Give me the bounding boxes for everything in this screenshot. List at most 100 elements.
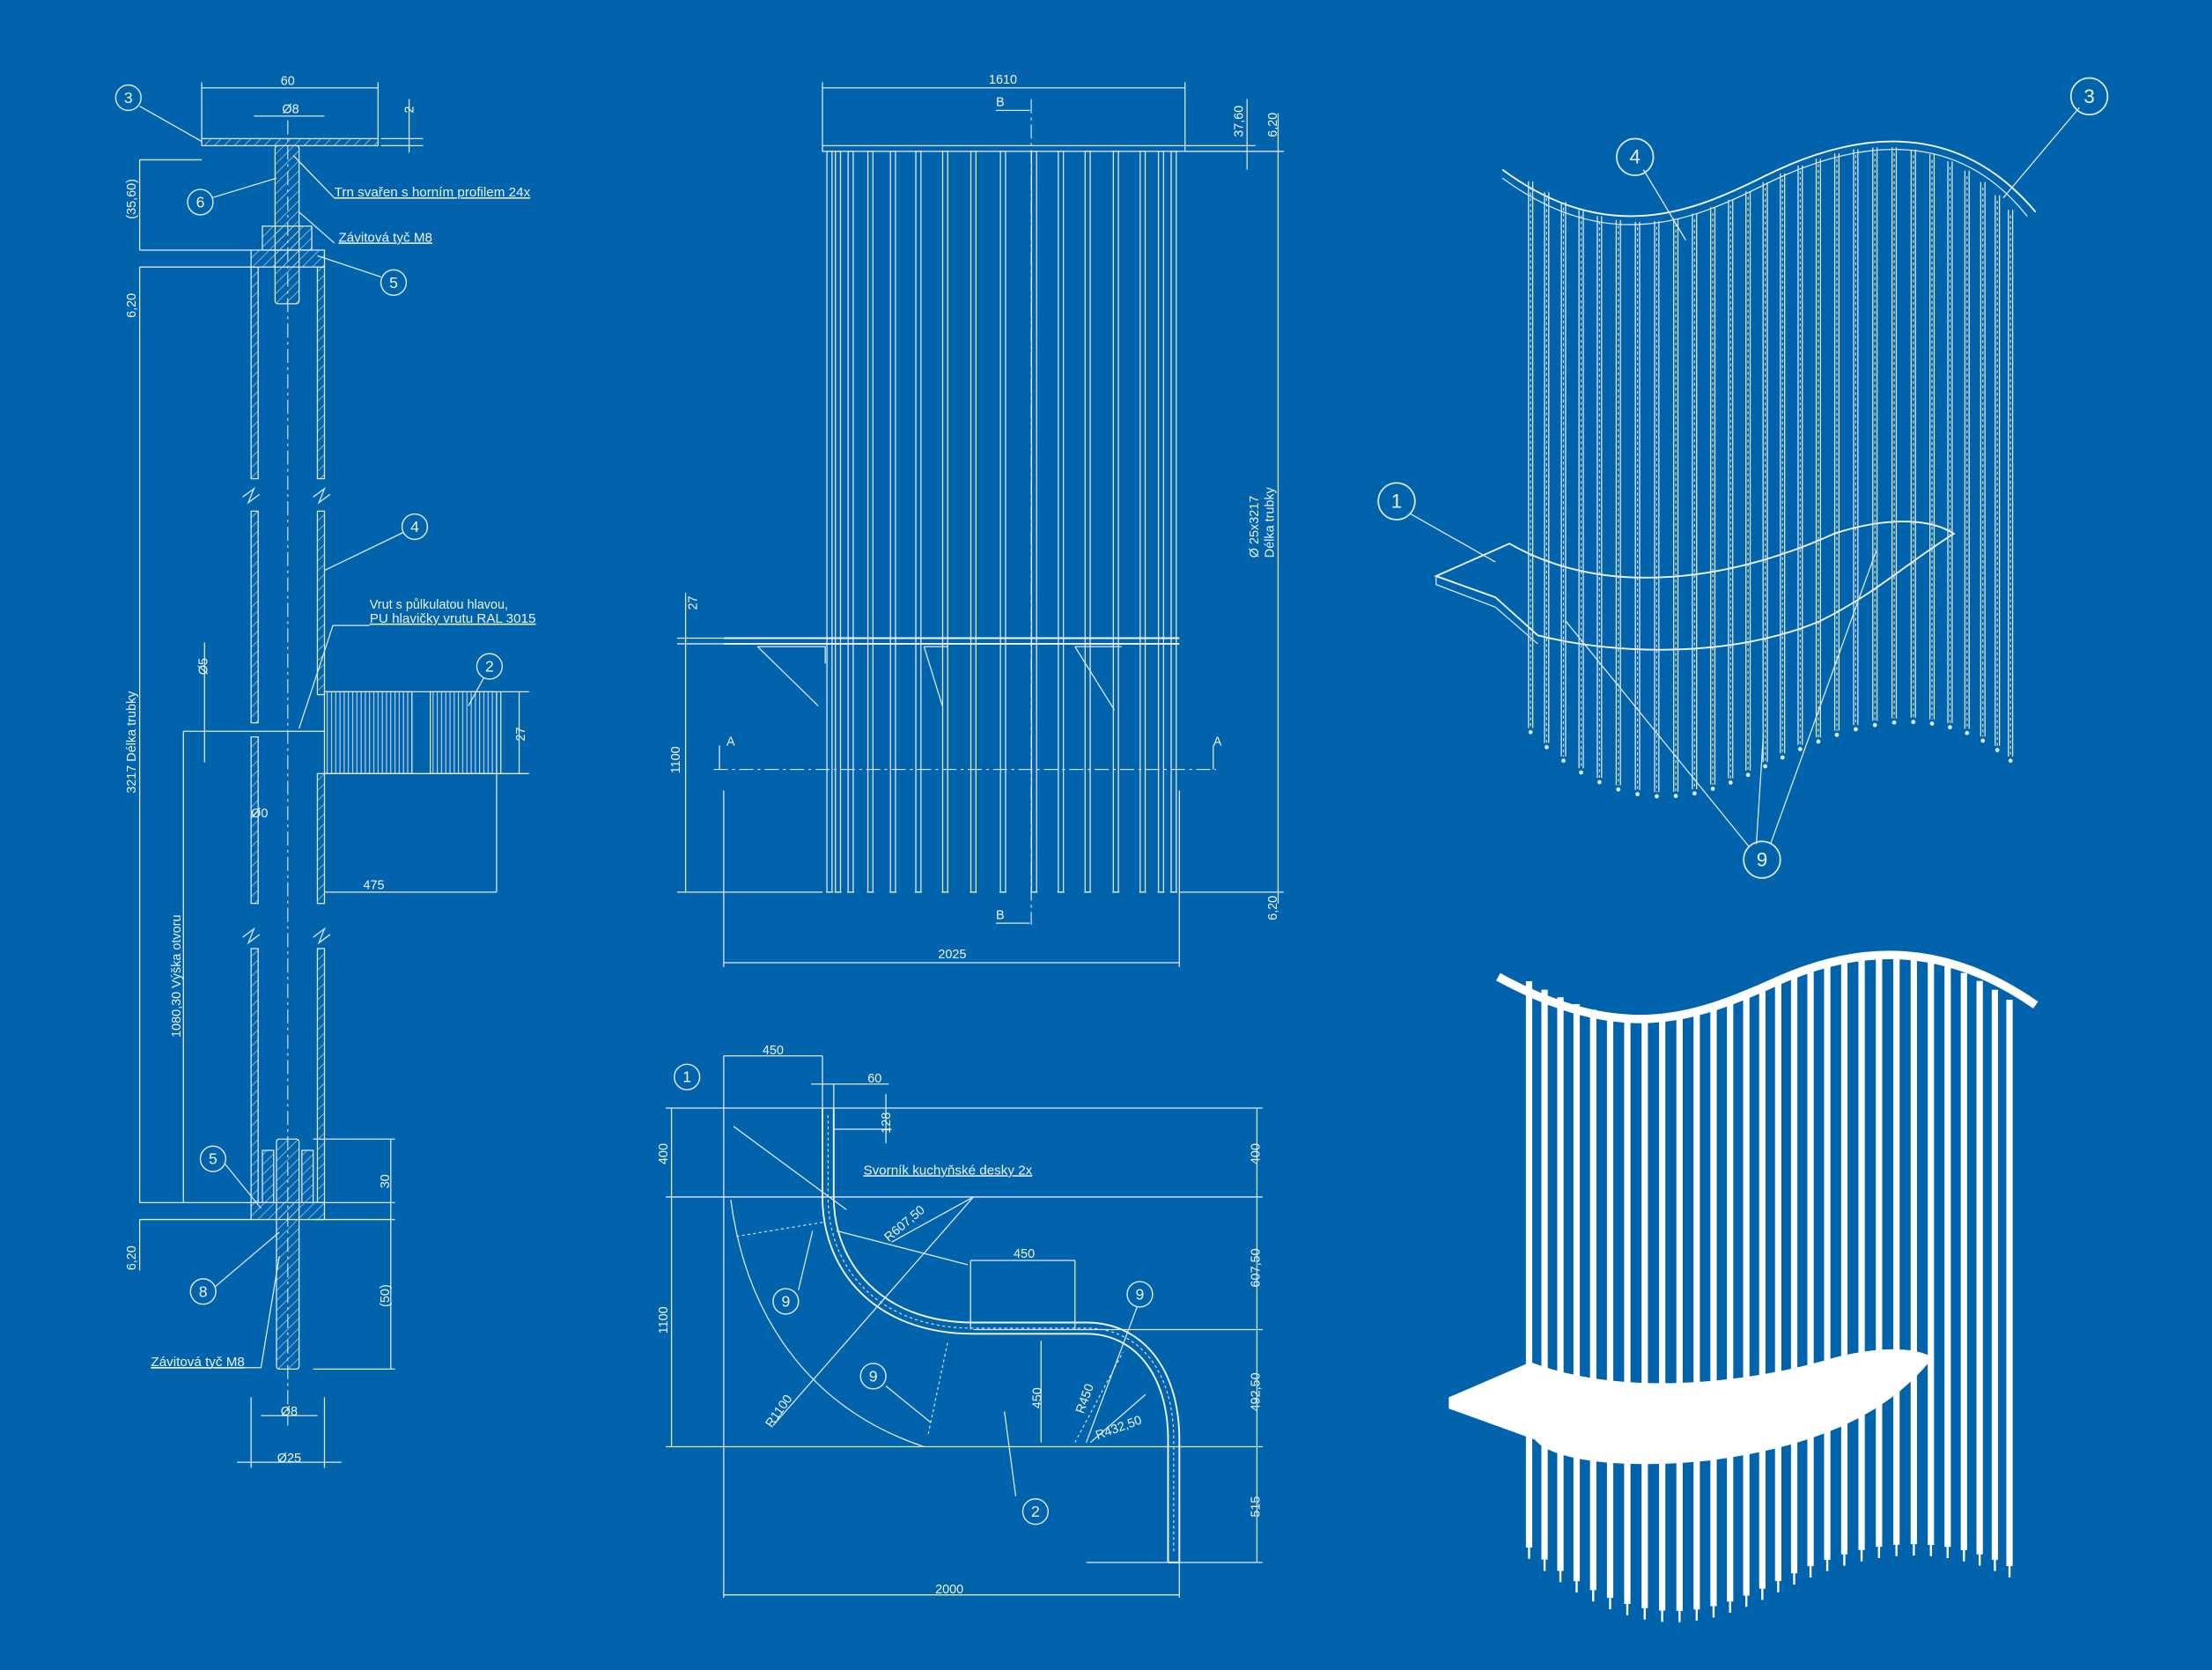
svg-text:9: 9	[1757, 849, 1767, 871]
render-rods	[1525, 955, 2013, 1622]
dim-top-left: 400	[657, 1143, 671, 1164]
tube-rod	[1170, 151, 1177, 893]
detail-section-view: 60 Ø8 2 (35,60) 6,20 3217 Délka trubky Ø…	[114, 75, 536, 1468]
dim-left-width: 450	[763, 1044, 784, 1058]
callout-9-a: 9	[772, 1288, 800, 1315]
tube-rod	[1058, 151, 1065, 893]
note-pin: Trn svařen s horním profilem 24x	[335, 185, 531, 200]
tube-rod	[1157, 151, 1165, 893]
shelf-brackets	[756, 646, 1122, 711]
dim-screw-dia: Ø5	[197, 658, 211, 675]
note-threaded-rod-top: Závitová tyč M8	[338, 230, 431, 245]
dim-hole-height: 1080,30 Výška otvoru	[170, 915, 184, 1038]
shelf	[723, 637, 1180, 645]
dim-middle-width: 450	[1014, 1247, 1035, 1261]
svg-text:4: 4	[1630, 146, 1641, 168]
threaded-pin-top	[274, 144, 300, 305]
note-screw-line1: Vrut s půlkulatou hlavou,	[370, 598, 508, 612]
dim-first-hole: 128	[880, 1112, 894, 1134]
dim-top-gap: 6,20	[1266, 113, 1280, 137]
dim-bottom-gap: 6,20	[125, 1245, 139, 1270]
iso-callout-9: 9	[1743, 840, 1781, 879]
callout-2: 2	[476, 653, 504, 680]
top-profile-plan	[822, 1107, 1181, 1563]
dim-width-bottom: 2025	[938, 948, 966, 962]
tube-rod	[1030, 151, 1037, 893]
dim-tube-dia: Ø25	[277, 1452, 301, 1466]
render-shelf	[1449, 1349, 1933, 1465]
svg-text:2: 2	[1031, 1503, 1040, 1520]
dim-top-offset: (35,60)	[125, 179, 139, 219]
callout-3: 3	[114, 84, 142, 112]
tube	[242, 120, 331, 1426]
tube-rod	[1084, 151, 1091, 893]
tube-rod	[1112, 151, 1119, 893]
iso-callout-4: 4	[1616, 137, 1655, 176]
dim-top-gap: 6,20	[125, 293, 139, 318]
dim-plug-length: 30	[379, 1174, 393, 1188]
dim-total-width: 2000	[935, 1583, 963, 1597]
tube-rod	[915, 151, 922, 893]
dim-radius-1: R607,50	[882, 1203, 928, 1245]
dim-width-top: 1610	[989, 73, 1017, 87]
dim-inner-dia: Ø0	[251, 807, 268, 821]
tube-rod	[889, 151, 896, 893]
front-view: 1610 B B 37,60 6,20 Ø 25x3217 Délka trub…	[669, 73, 1284, 967]
threaded-rod-bottom	[276, 1138, 300, 1371]
callout-4: 4	[401, 513, 429, 541]
dim-shelf-height: 1100	[669, 746, 683, 773]
top-profile	[822, 144, 1186, 152]
callout-1: 1	[674, 1063, 701, 1090]
dim-shelf-thickness: 27	[514, 727, 528, 741]
tube-rod	[999, 151, 1006, 893]
dim-shelf-thickness: 27	[686, 595, 700, 610]
dim-radius-2: R450	[1073, 1382, 1097, 1415]
dim-right-bottom: 515	[1250, 1496, 1264, 1518]
iso-shelf	[1434, 521, 1956, 651]
dim-rod-dia-bottom: Ø8	[281, 1405, 298, 1419]
tube-rod	[835, 151, 842, 893]
callout-2-plan: 2	[1021, 1498, 1050, 1526]
svg-text:3: 3	[2083, 85, 2094, 107]
shelf-section-left	[323, 691, 413, 774]
iso-top-profile	[1501, 140, 2037, 218]
dim-radius-4: R1100	[763, 1393, 795, 1430]
dim-rod-dia-top: Ø8	[282, 103, 299, 117]
dim-plate-thickness: 2	[402, 107, 417, 114]
isometric-wireframe-view: 3 4 1 9	[1377, 77, 2109, 879]
tube-spec-line2: Délka trubky	[1264, 486, 1278, 558]
dim-profile-width: 60	[867, 1072, 881, 1086]
tube-rod	[826, 151, 833, 893]
callout-9-b: 9	[1126, 1281, 1154, 1308]
callout-9-c: 9	[859, 1363, 887, 1390]
callout-5-bottom: 5	[199, 1145, 227, 1172]
tube-rod	[970, 151, 977, 893]
section-b-bottom: B	[996, 908, 1005, 922]
note-screw-line2: PU hlavičky vrutu RAL 3015	[370, 611, 536, 626]
tube-spec-line1: Ø 25x3217	[1248, 496, 1262, 558]
render-top-profile	[1496, 950, 2039, 1023]
iso-rods	[1528, 147, 2014, 799]
section-a-right: A	[1213, 735, 1222, 749]
svg-text:8: 8	[199, 1282, 208, 1300]
dim-right-mid: 607,50	[1250, 1248, 1264, 1287]
svg-text:1: 1	[1391, 491, 1402, 513]
svg-text:1: 1	[682, 1068, 691, 1086]
note-threaded-rod-bottom: Závitová tyč M8	[151, 1355, 244, 1370]
plan-view: 450 60 128 400 400 Svorník kuchyňské des…	[657, 1044, 1264, 1598]
svg-text:9: 9	[1136, 1285, 1145, 1303]
nut-top	[262, 225, 313, 251]
callout-6: 6	[187, 188, 214, 216]
svg-text:6: 6	[196, 193, 205, 211]
svg-text:5: 5	[389, 274, 398, 292]
dim-bottom-gap: 6,20	[1266, 896, 1280, 920]
dim-shelf-depth: 475	[364, 879, 385, 893]
tube-rod	[866, 151, 874, 893]
callout-5: 5	[380, 269, 408, 296]
profile-holes	[827, 1115, 1175, 1553]
svg-text:9: 9	[781, 1292, 790, 1310]
dim-total-height: 1100	[657, 1306, 671, 1334]
iso-callout-3: 3	[2069, 77, 2109, 116]
dim-right-lower: 492,50	[1250, 1372, 1264, 1411]
